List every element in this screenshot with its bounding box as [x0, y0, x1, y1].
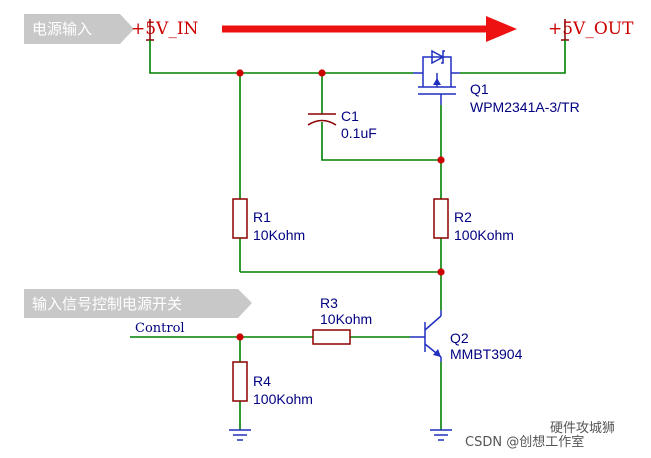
r4-value: 100Kohm	[253, 391, 313, 407]
q1-pmos-symbol: Q1 WPM2341A-3/TR	[413, 49, 580, 115]
r4-resistor-symbol: R4 100Kohm	[232, 361, 313, 407]
ground-symbol-r4	[229, 429, 251, 441]
control-net-text: Control	[135, 321, 185, 336]
watermark-account: 硬件攻城狮	[550, 421, 615, 436]
power-input-banner-text: 电源输入	[32, 20, 92, 38]
control-signal-banner-text: 输入信号控制电源开关	[32, 295, 182, 313]
ground-symbol-q2	[430, 429, 452, 441]
r1-ref: R1	[253, 209, 271, 225]
power-input-banner: 电源输入	[24, 14, 134, 44]
c1-capacitor-symbol: C1 0.1uF	[307, 108, 377, 141]
power-flow-arrow	[222, 16, 517, 42]
q2-npn-symbol: Q2 MMBT3904	[410, 310, 523, 362]
c1-ref: C1	[341, 108, 359, 124]
watermark-source: CSDN @创想工作室	[465, 434, 584, 450]
vout-net-label: +5V_OUT	[548, 19, 634, 41]
r1-value: 10Kohm	[253, 227, 305, 243]
r4-ref: R4	[253, 373, 271, 389]
vin-net-label: +5V_IN	[131, 19, 199, 41]
control-signal-banner: 输入信号控制电源开关	[24, 289, 252, 318]
junction-nodes	[236, 69, 445, 341]
watermark: 硬件攻城狮 CSDN @创想工作室	[465, 421, 615, 450]
q1-ref: Q1	[470, 81, 489, 97]
r3-ref: R3	[320, 295, 338, 311]
r1-resistor-symbol: R1 10Kohm	[232, 198, 305, 243]
vout-net-text: +5V_OUT	[548, 19, 634, 39]
r2-resistor-symbol: R2 100Kohm	[433, 198, 514, 243]
wires	[130, 40, 566, 430]
r3-resistor-symbol: R3 10Kohm	[312, 295, 372, 345]
q2-value: MMBT3904	[450, 346, 523, 362]
r2-value: 100Kohm	[454, 227, 514, 243]
r3-value: 10Kohm	[320, 311, 372, 327]
q2-ref: Q2	[450, 330, 469, 346]
r2-ref: R2	[454, 209, 472, 225]
q1-value: WPM2341A-3/TR	[470, 99, 580, 115]
vin-net-text: +5V_IN	[131, 19, 199, 39]
c1-value: 0.1uF	[341, 125, 377, 141]
